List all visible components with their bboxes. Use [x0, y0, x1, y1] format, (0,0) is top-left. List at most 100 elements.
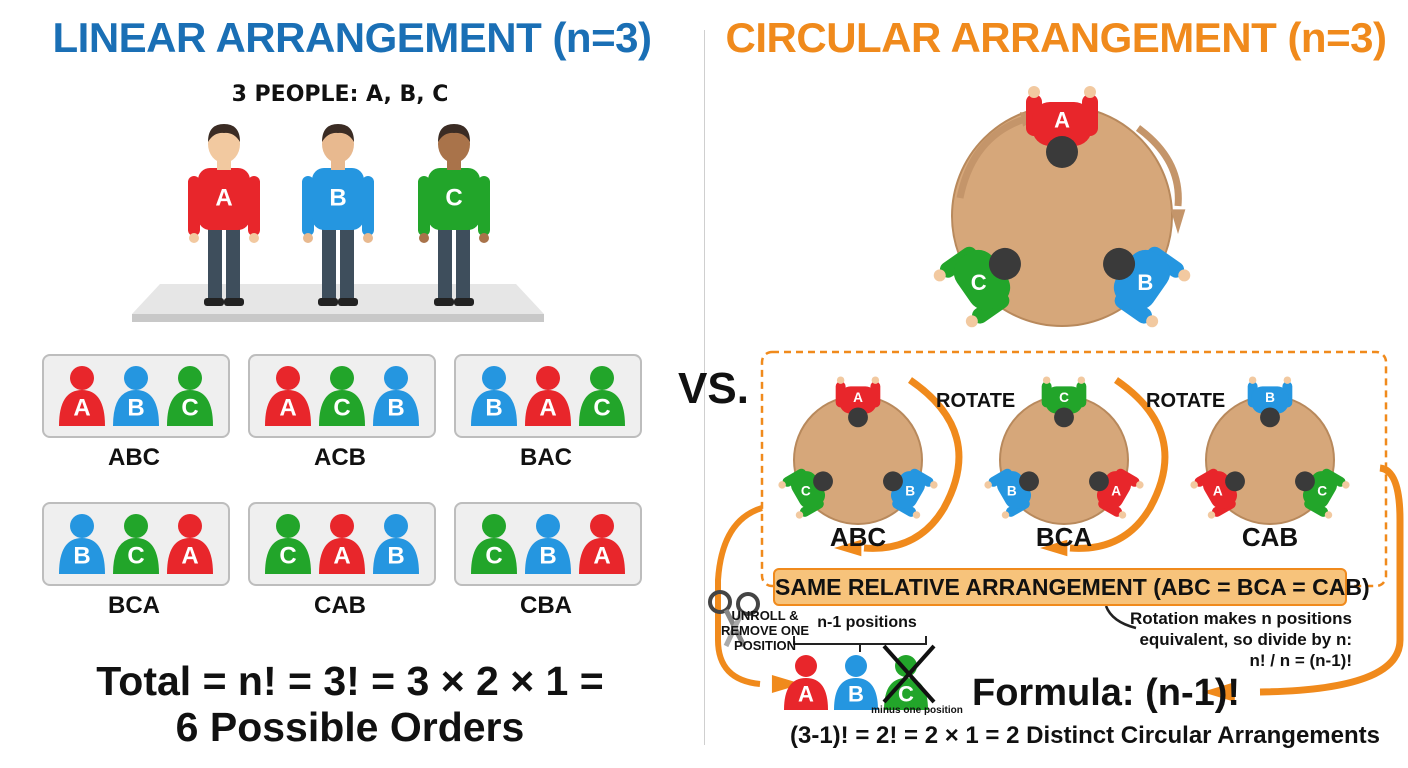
pawn-icon: A	[579, 514, 625, 574]
small-seat-right: C	[1295, 468, 1350, 519]
unroll-label: UNROLL & REMOVE ONE POSITION	[720, 608, 810, 653]
pawn-letter: C	[127, 543, 144, 570]
pawn-letter: B	[387, 543, 404, 570]
pawn-icon: C	[579, 366, 625, 426]
person-c-figure: C	[418, 124, 490, 306]
linear-title: LINEAR ARRANGEMENT (n=3)	[52, 14, 652, 61]
person-letter-c: C	[445, 185, 462, 212]
pawn-letter: B	[485, 395, 502, 422]
pawn-icon: B	[373, 366, 419, 426]
small-seat-left: B	[984, 468, 1039, 519]
seat-letter: A	[1111, 484, 1121, 499]
unroll-arrow	[715, 505, 763, 687]
total-line-1: Total = n! = 3! = 3 × 2 × 1 =	[96, 658, 604, 704]
pawn-icon: B	[525, 514, 571, 574]
center-divider	[704, 30, 705, 745]
arrowhead	[771, 674, 802, 694]
pawn-letter: A	[593, 543, 610, 570]
total-formula: Total = n! = 3! = 3 × 2 × 1 = 6 Possible…	[0, 658, 700, 750]
pawn-letter: A	[73, 395, 90, 422]
pawn-icon: C	[471, 514, 517, 574]
unrolled-pawn-b: B	[834, 655, 878, 710]
n-minus-one-label: n-1 positions	[817, 614, 917, 631]
seated-person-left: C	[933, 246, 1021, 328]
rotate-label-2: ROTATE	[1146, 390, 1226, 412]
rotation-note-line-2: equivalent, so divide by n:	[1139, 630, 1352, 649]
pawn-letter: C	[898, 682, 914, 707]
small-seat-right: A	[1089, 468, 1144, 519]
scissors-icon	[708, 590, 760, 648]
permutation-label-cab: CAB	[314, 592, 366, 619]
pawn-letter: B	[73, 543, 90, 570]
arrowhead	[1040, 539, 1068, 557]
seat-letter: B	[905, 484, 915, 499]
unroll-line-2: REMOVE ONE	[720, 623, 810, 638]
pawn-letter: C	[333, 395, 350, 422]
pawn-icon: B	[113, 366, 159, 426]
circular-formula: Formula: (n-1)!	[972, 672, 1241, 714]
unroll-line-1: UNROLL &	[731, 608, 799, 623]
pawn-letter: C	[593, 395, 610, 422]
pawn-letter: C	[181, 395, 198, 422]
pawn-icon: C	[113, 514, 159, 574]
minus-one-label: minus one position	[871, 705, 963, 716]
vs-label: VS.	[678, 364, 749, 413]
unrolled-pawn-a: A	[784, 655, 828, 710]
person-a-figure: A	[188, 124, 260, 306]
pawn-letter: B	[539, 543, 556, 570]
seated-person-right: B	[1103, 246, 1191, 328]
pawn-icon: B	[471, 366, 517, 426]
rotate-arrow-right	[1135, 125, 1182, 207]
permutation-label-cba: CBA	[520, 592, 572, 619]
pawn-letter: B	[848, 682, 864, 707]
rotate-label-1: ROTATE	[936, 390, 1016, 412]
pawn-icon: A	[59, 366, 105, 426]
small-seat-left: C	[778, 468, 833, 519]
rotate-curve-arrow-1	[863, 377, 963, 552]
seat-letter: C	[971, 270, 987, 295]
permutation-label-abc: ABC	[108, 444, 160, 471]
seat-letter: B	[1007, 484, 1017, 499]
rotation-note-line-1: Rotation makes n positions	[1130, 609, 1352, 628]
rotation-label-abc: ABC	[829, 522, 887, 552]
pawn-icon: B	[373, 514, 419, 574]
seated-person-top: A	[1026, 86, 1098, 168]
pawn-icon: B	[59, 514, 105, 574]
person-letter-a: A	[215, 185, 232, 212]
small-seat-top: B	[1247, 376, 1293, 428]
rotate-curve-arrow-2	[1069, 377, 1169, 552]
circular-formula-result: (3-1)! = 2! = 2 × 1 = 2 Distinct Circula…	[790, 722, 1380, 749]
people-label: 3 PEOPLE: A, B, C	[231, 82, 449, 107]
circular-title: CIRCULAR ARRANGEMENT (n=3)	[725, 14, 1387, 61]
total-line-2: 6 Possible Orders	[175, 704, 525, 750]
seat-letter: C	[801, 484, 811, 499]
small-seat-top: C	[1041, 376, 1087, 428]
pawn-letter: A	[333, 543, 350, 570]
seat-letter: A	[1054, 108, 1070, 133]
pawn-icon: A	[167, 514, 213, 574]
person-b-figure: B	[302, 124, 374, 306]
cross-out-mark	[882, 644, 936, 704]
n-minus-one-bracket	[793, 636, 927, 645]
permutation-label-acb: ACB	[314, 444, 366, 471]
unroll-line-3: POSITION	[733, 638, 797, 653]
pawn-letter: C	[279, 543, 296, 570]
pawn-letter: B	[387, 395, 404, 422]
seat-letter: C	[1059, 390, 1069, 405]
pawn-letter: B	[127, 395, 144, 422]
pawn-icon: A	[319, 514, 365, 574]
person-letter-b: B	[329, 185, 346, 212]
small-seat-top: A	[835, 376, 881, 428]
permutation-box-abc: A B C	[42, 354, 230, 438]
pawn-icon: A	[525, 366, 571, 426]
arrowhead	[834, 539, 862, 557]
same-arrangement-banner: SAME RELATIVE ARRANGEMENT (ABC = BCA = C…	[773, 568, 1370, 606]
rotation-note: Rotation makes n positions equivalent, s…	[1120, 608, 1352, 671]
arrowhead	[1202, 682, 1235, 702]
pawn-icon: C	[265, 514, 311, 574]
pawn-letter: A	[798, 682, 814, 707]
